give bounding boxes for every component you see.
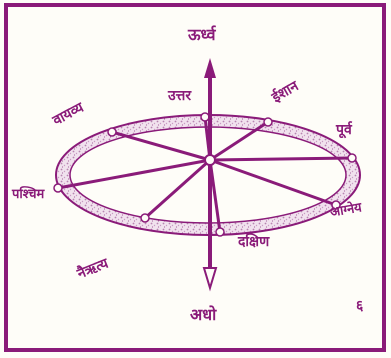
label-northeast: ईशान (268, 77, 302, 107)
label-north: उत्तर (167, 88, 192, 104)
label-northwest: वायव्य (49, 99, 87, 129)
page-mark: ६ (356, 298, 364, 314)
spoke-west-tip (54, 184, 62, 192)
label-nadir: अधो (190, 305, 217, 324)
label-southwest: नैऋत्य (74, 254, 112, 282)
hub (205, 155, 215, 165)
spoke-east-tip (348, 154, 356, 162)
label-west: पश्चिम (11, 186, 46, 202)
spoke-northeast-tip (264, 118, 272, 126)
spoke-south-tip (216, 228, 224, 236)
spoke-southwest-tip (141, 214, 149, 222)
label-south: दक्षिण (237, 233, 270, 250)
label-zenith: ऊर्ध्व (187, 25, 217, 44)
spoke-north-tip (201, 113, 209, 121)
spoke-northwest-tip (108, 128, 116, 136)
label-east: पूर्व (335, 121, 353, 139)
spoke-east (210, 158, 352, 160)
